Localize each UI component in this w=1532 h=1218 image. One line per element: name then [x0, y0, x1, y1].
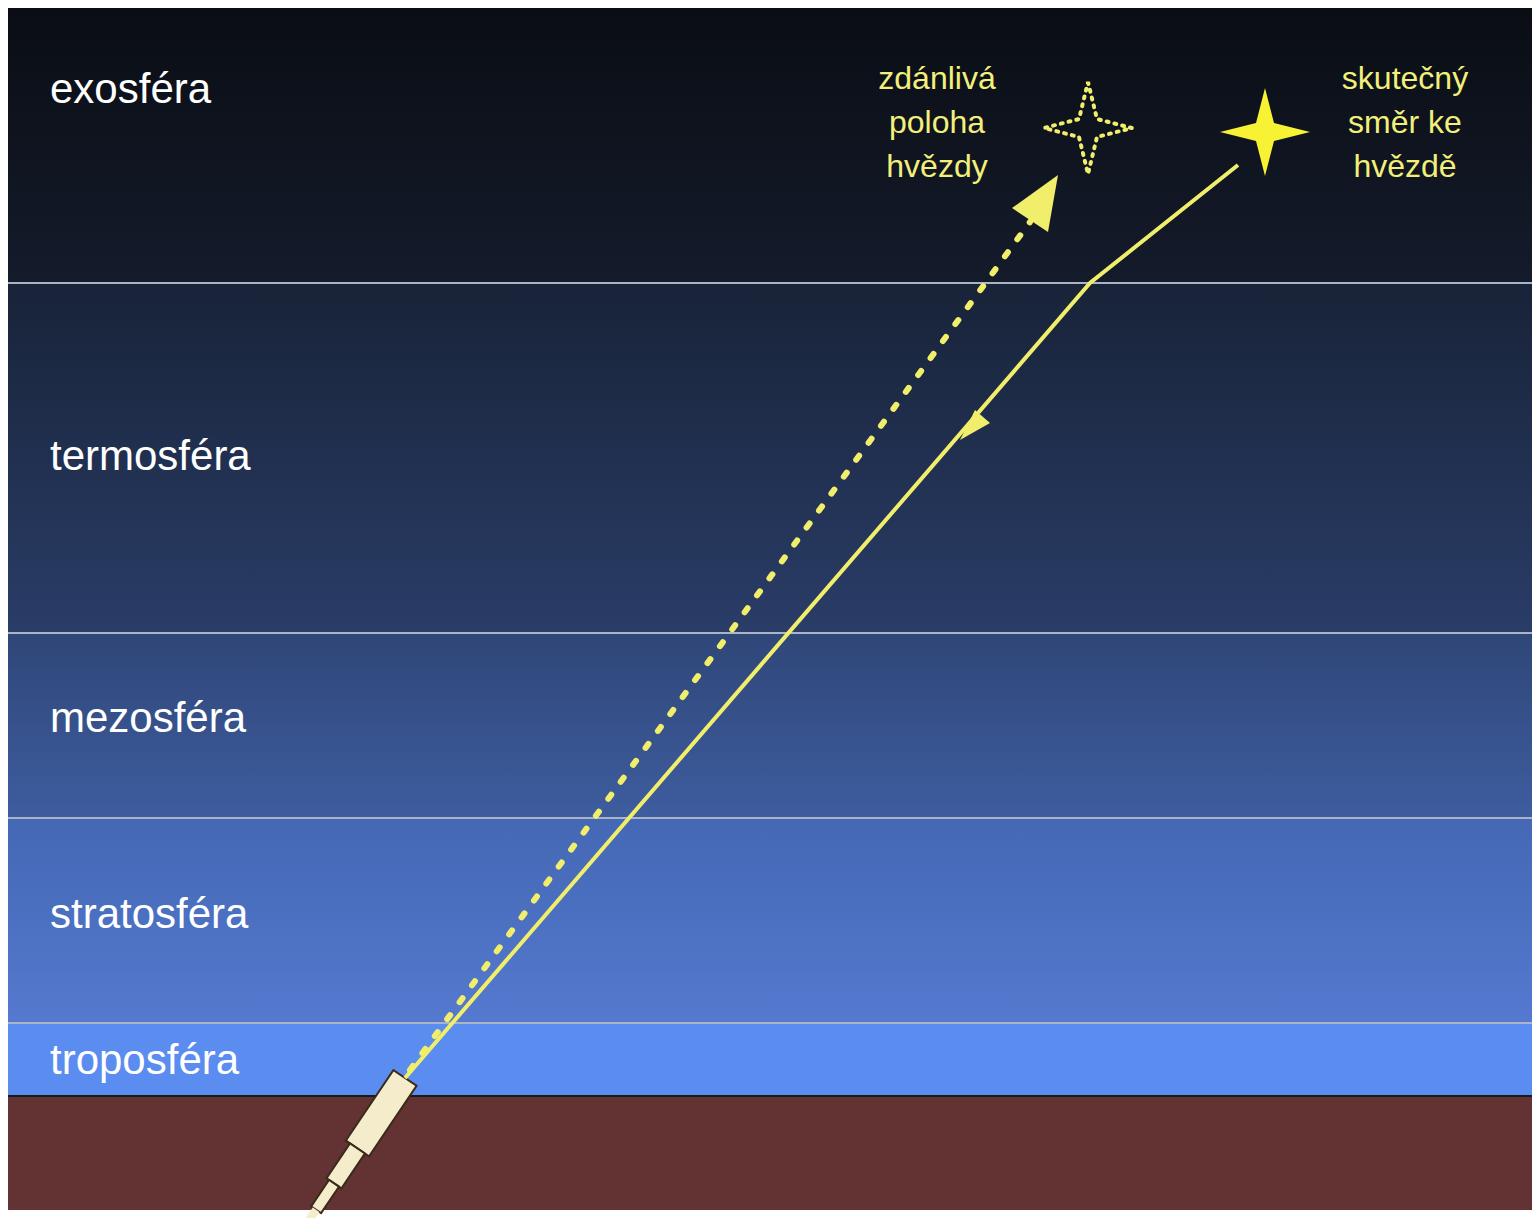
atmosphere-layer: exosféra	[8, 8, 1532, 283]
apparent-arrowhead	[1012, 175, 1058, 232]
real-star	[1220, 88, 1310, 176]
layer-name: termosféra	[50, 433, 251, 479]
atmosphere-layer: mezosféra	[8, 633, 1532, 818]
layer-name: troposféra	[50, 1037, 239, 1083]
layer-name: stratosféra	[50, 891, 248, 937]
atmosphere-layer: troposféra	[8, 1023, 1532, 1096]
mesosphere-band	[8, 633, 1532, 818]
ground	[8, 1096, 1532, 1210]
troposphere-band	[8, 1023, 1532, 1096]
atmosphere-layer: stratosféra	[8, 818, 1532, 1023]
light-ray	[405, 165, 1238, 1078]
ground-line	[8, 1095, 1532, 1097]
telescope	[298, 1070, 417, 1218]
apparent-direction	[410, 222, 1030, 1070]
star-label: skutečný směr ke hvězdě	[1305, 56, 1505, 188]
ray-arrowhead	[960, 410, 990, 440]
apparent-star	[1044, 82, 1132, 174]
star-label: zdánlivá poloha hvězdy	[857, 56, 1017, 188]
layer-name: exosféra	[50, 66, 211, 112]
exosphere-band	[8, 8, 1532, 283]
layer-name: mezosféra	[50, 695, 246, 741]
atmosphere-layer: termosféra	[8, 283, 1532, 633]
stratosphere-band	[8, 818, 1532, 1023]
